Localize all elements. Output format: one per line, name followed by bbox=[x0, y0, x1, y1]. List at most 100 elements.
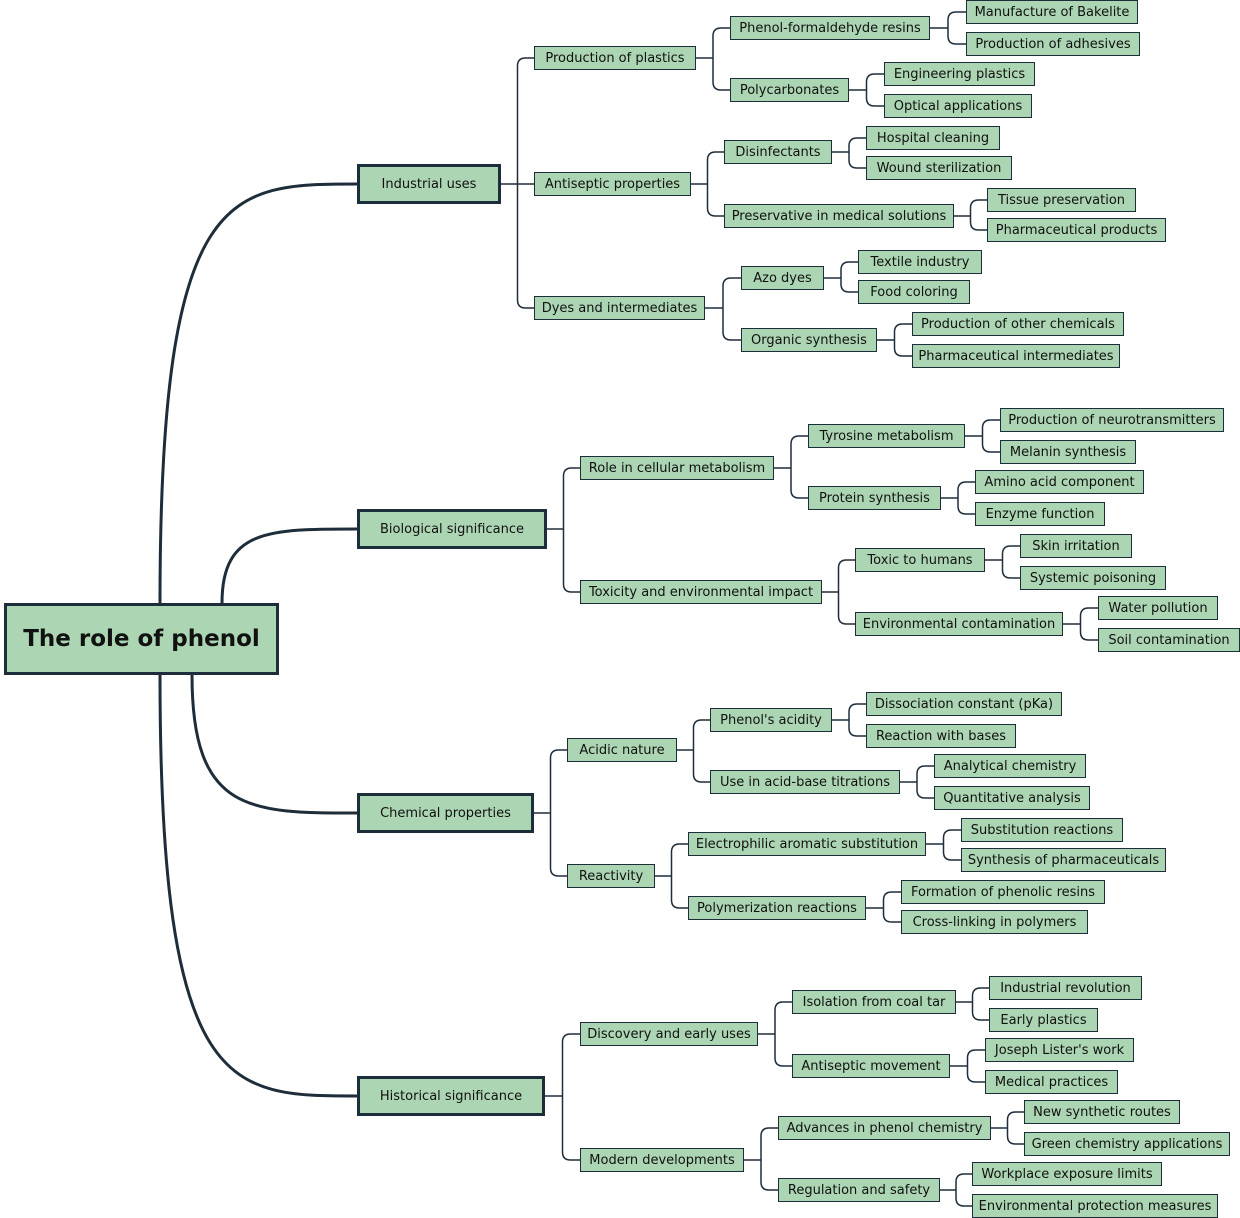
subtopic-node: Use in acid-base titrations bbox=[710, 770, 900, 794]
subtopic-node: Environmental contamination bbox=[855, 612, 1063, 636]
detail-node: Optical applications bbox=[884, 94, 1032, 118]
detail-node: Pharmaceutical intermediates bbox=[912, 344, 1120, 368]
topic-node: Modern developments bbox=[580, 1148, 744, 1172]
subtopic-node: Organic synthesis bbox=[741, 328, 877, 352]
detail-node: Wound sterilization bbox=[866, 156, 1012, 180]
root-connector bbox=[220, 527, 358, 604]
branch-connector bbox=[969, 216, 987, 231]
root-connector bbox=[158, 182, 358, 604]
branch-connector bbox=[516, 184, 534, 309]
subtopic-node: Electrophilic aromatic substitution bbox=[688, 832, 926, 856]
branch-connector bbox=[549, 813, 567, 877]
detail-node: Production of adhesives bbox=[966, 32, 1140, 56]
branch-connector bbox=[562, 529, 580, 593]
branch-connector bbox=[774, 1034, 792, 1067]
detail-node: Production of neurotransmitters bbox=[1000, 408, 1224, 432]
detail-node: Medical practices bbox=[985, 1070, 1118, 1094]
detail-node: Industrial revolution bbox=[989, 976, 1142, 1000]
branch-connector bbox=[837, 559, 855, 592]
branch-connector bbox=[957, 498, 975, 515]
branch-connector bbox=[848, 137, 866, 152]
branch-connector bbox=[971, 987, 989, 1002]
topic-node: Production of plastics bbox=[534, 46, 696, 70]
branch-connector bbox=[774, 1001, 792, 1034]
detail-node: Formation of phenolic resins bbox=[901, 880, 1105, 904]
subtopic-node: Antiseptic movement bbox=[792, 1054, 950, 1078]
branch-connector bbox=[1001, 560, 1020, 579]
branch-connector bbox=[561, 1033, 580, 1096]
branch-connector bbox=[790, 468, 808, 499]
detail-node: New synthetic routes bbox=[1024, 1100, 1180, 1124]
subtopic-node: Toxic to humans bbox=[855, 548, 985, 572]
branch-historical-significance: Historical significance bbox=[357, 1076, 545, 1116]
detail-node: Tissue preservation bbox=[987, 188, 1136, 212]
subtopic-node: Phenol-formaldehyde resins bbox=[730, 16, 930, 40]
detail-node: Manufacture of Bakelite bbox=[966, 0, 1138, 24]
branch-connector bbox=[692, 750, 710, 783]
branch-connector bbox=[760, 1127, 778, 1160]
detail-node: Systemic poisoning bbox=[1020, 566, 1166, 590]
detail-node: Food coloring bbox=[858, 280, 970, 304]
branch-connector bbox=[942, 829, 961, 844]
topic-node: Role in cellular metabolism bbox=[580, 456, 774, 480]
detail-node: Engineering plastics bbox=[884, 62, 1035, 86]
branch-connector bbox=[848, 703, 866, 720]
branch-connector bbox=[760, 1160, 778, 1191]
subtopic-node: Regulation and safety bbox=[778, 1178, 940, 1202]
branch-connector bbox=[947, 28, 966, 45]
subtopic-node: Tyrosine metabolism bbox=[808, 424, 965, 448]
detail-node: Joseph Lister's work bbox=[985, 1038, 1134, 1062]
branch-connector bbox=[670, 876, 688, 909]
branch-connector bbox=[865, 90, 884, 107]
branch-connector bbox=[840, 278, 858, 293]
detail-node: Cross-linking in polymers bbox=[901, 910, 1088, 934]
branch-connector bbox=[1006, 1111, 1024, 1128]
detail-node: Workplace exposure limits bbox=[972, 1162, 1162, 1186]
detail-node: Substitution reactions bbox=[961, 818, 1123, 842]
detail-node: Dissociation constant (pKa) bbox=[866, 692, 1062, 716]
branch-connector bbox=[1079, 624, 1098, 641]
subtopic-node: Disinfectants bbox=[724, 140, 832, 164]
branch-connector bbox=[1001, 545, 1020, 560]
branch-connector bbox=[955, 1173, 972, 1190]
detail-node: Synthesis of pharmaceuticals bbox=[961, 848, 1166, 872]
detail-node: Melanin synthesis bbox=[1000, 440, 1136, 464]
subtopic-node: Phenol's acidity bbox=[710, 708, 832, 732]
branch-connector bbox=[1079, 607, 1098, 624]
detail-node: Environmental protection measures bbox=[972, 1194, 1218, 1218]
branch-connector bbox=[947, 11, 966, 28]
branch-connector bbox=[840, 261, 858, 278]
detail-node: Water pollution bbox=[1098, 596, 1218, 620]
branch-connector bbox=[837, 592, 855, 625]
root-connector bbox=[190, 674, 358, 815]
subtopic-node: Preservative in medical solutions bbox=[724, 204, 954, 228]
branch-connector bbox=[722, 277, 741, 308]
branch-connector bbox=[966, 1066, 985, 1083]
branch-connector bbox=[848, 152, 866, 169]
branch-connector bbox=[955, 1190, 972, 1207]
branch-industrial-uses: Industrial uses bbox=[357, 164, 501, 204]
branch-connector bbox=[561, 1096, 580, 1161]
branch-connector bbox=[549, 749, 567, 813]
branch-connector bbox=[670, 843, 688, 876]
branch-connector bbox=[969, 199, 987, 216]
root-node: The role of phenol bbox=[4, 603, 279, 675]
branch-biological-significance: Biological significance bbox=[357, 509, 547, 549]
detail-node: Soil contamination bbox=[1098, 628, 1240, 652]
branch-connector bbox=[981, 436, 1000, 453]
subtopic-node: Advances in phenol chemistry bbox=[778, 1116, 991, 1140]
detail-node: Skin irritation bbox=[1020, 534, 1132, 558]
topic-node: Antiseptic properties bbox=[534, 172, 691, 196]
branch-connector bbox=[971, 1002, 989, 1021]
branch-connector bbox=[966, 1049, 985, 1066]
branch-connector bbox=[1006, 1128, 1024, 1145]
detail-node: Textile industry bbox=[858, 250, 982, 274]
branch-connector bbox=[882, 908, 901, 923]
detail-node: Reaction with bases bbox=[866, 724, 1016, 748]
branch-connector bbox=[893, 340, 912, 357]
branch-connector bbox=[916, 765, 934, 782]
branch-connector bbox=[865, 73, 884, 90]
detail-node: Quantitative analysis bbox=[934, 786, 1090, 810]
